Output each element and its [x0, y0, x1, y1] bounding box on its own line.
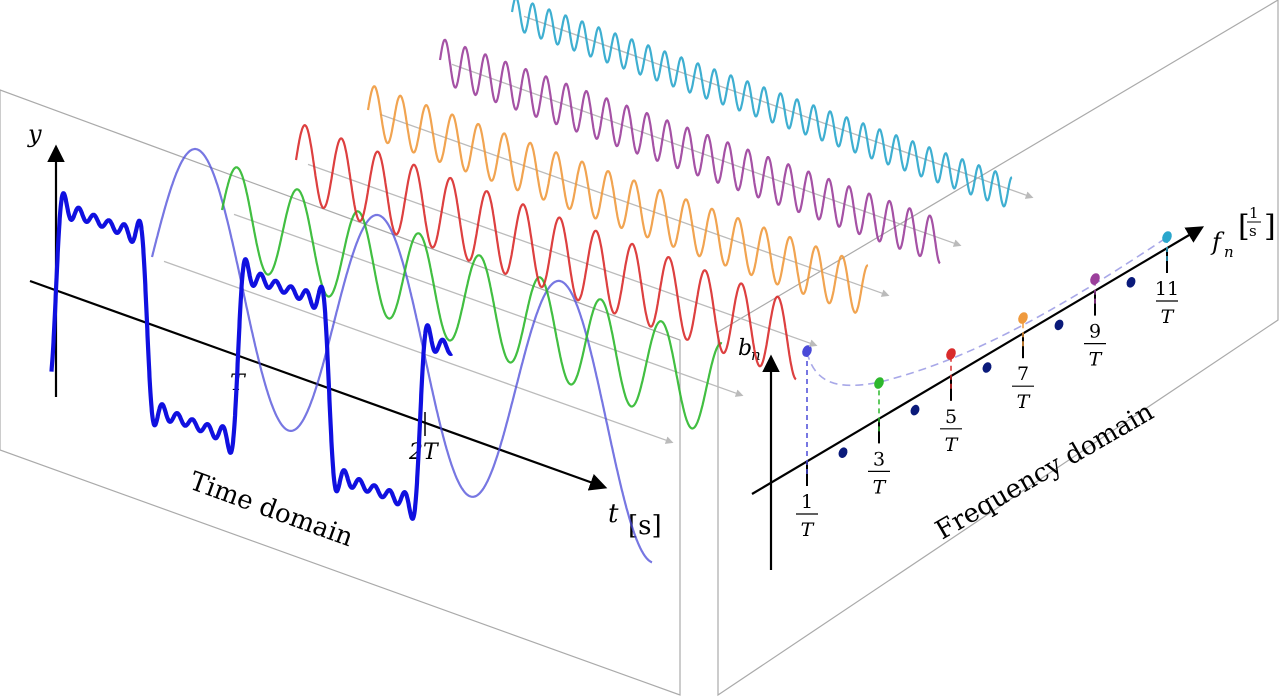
spectrum-dot-3	[874, 377, 884, 389]
harmonic-wave-9	[438, 38, 941, 265]
tick-2T-label: 2T	[408, 440, 440, 465]
fn-unit-bracket-open: [	[1238, 209, 1250, 244]
projection-arrow-7	[379, 113, 890, 297]
freq-tick-num-4: 9	[1089, 321, 1101, 343]
freq-tick-num-0: 1	[801, 491, 813, 513]
harmonic-wave-5	[294, 124, 797, 381]
harmonic-wave-3	[220, 166, 723, 430]
t-axis-label-unit: [s]	[628, 511, 662, 541]
spectrum-dot-even-6	[982, 362, 992, 373]
freq-panel-frame	[717, 0, 1279, 697]
fn-axis-label-main: f	[1210, 228, 1225, 256]
spectrum-dot-even-8	[1054, 319, 1064, 331]
freq-tick-den-3: T	[1017, 391, 1031, 413]
time-panel-frame	[0, 89, 681, 696]
freq-tick-num-3: 7	[1017, 363, 1029, 385]
time-domain-caption: Time domain	[186, 466, 358, 553]
fn-unit-num: 1	[1249, 204, 1259, 222]
y-axis-label: y	[27, 120, 42, 148]
spectrum-dot-even-4	[910, 404, 920, 416]
spectrum-dot-9	[1090, 273, 1100, 285]
time-domain-panel: y t [s] T 2T Time domain	[0, 89, 681, 696]
fn-axis-label: f n [ 1 s ]	[1210, 204, 1276, 261]
freq-tick-num-1: 3	[873, 448, 885, 470]
frequency-domain-caption: Frequency domain	[931, 397, 1160, 546]
freq-tick-den-5: T	[1161, 306, 1175, 328]
projection-arrow-9	[451, 63, 962, 247]
fn-axis	[751, 226, 1205, 495]
spectrum-dot-5	[946, 348, 956, 360]
projection-arrow-5	[307, 163, 818, 347]
spectrum-dots	[802, 231, 1172, 458]
spectrum-dot-even-2	[838, 447, 848, 458]
spectrum-dot-11	[1162, 231, 1172, 243]
freq-tick-den-2: T	[945, 434, 959, 456]
fn-unit-den: s	[1249, 222, 1257, 240]
freq-tick-den-1: T	[873, 476, 887, 498]
harmonic-wave-11	[510, 0, 1013, 208]
t-axis-label: t [s]	[608, 499, 662, 541]
fn-axis-label-sub: n	[1224, 243, 1234, 261]
spectrum-envelope	[806, 237, 1167, 387]
projection-arrows	[163, 15, 1034, 444]
projection-arrow-11	[523, 15, 1034, 199]
harmonic-waves	[150, 0, 1013, 564]
square-wave-approximation	[49, 191, 454, 521]
projection-arrow-3	[233, 213, 744, 397]
freq-tick-den-0: T	[801, 519, 815, 541]
harmonic-wave-1	[150, 147, 653, 564]
fn-unit-bracket-close: ]	[1264, 209, 1276, 244]
freq-tick-num-5: 11	[1155, 278, 1179, 300]
t-axis-label-var: t	[608, 499, 619, 529]
bn-axis-label-main: b	[738, 336, 752, 361]
spectrum-dot-even-10	[1126, 277, 1136, 288]
harmonic-wave-7	[366, 85, 869, 314]
spectrum-dot-1	[802, 345, 812, 357]
freq-tick-num-2: 5	[945, 406, 957, 428]
spectrum-dot-7	[1018, 312, 1028, 324]
freq-tick-den-4: T	[1089, 349, 1103, 371]
projection-arrow-1	[163, 260, 674, 444]
